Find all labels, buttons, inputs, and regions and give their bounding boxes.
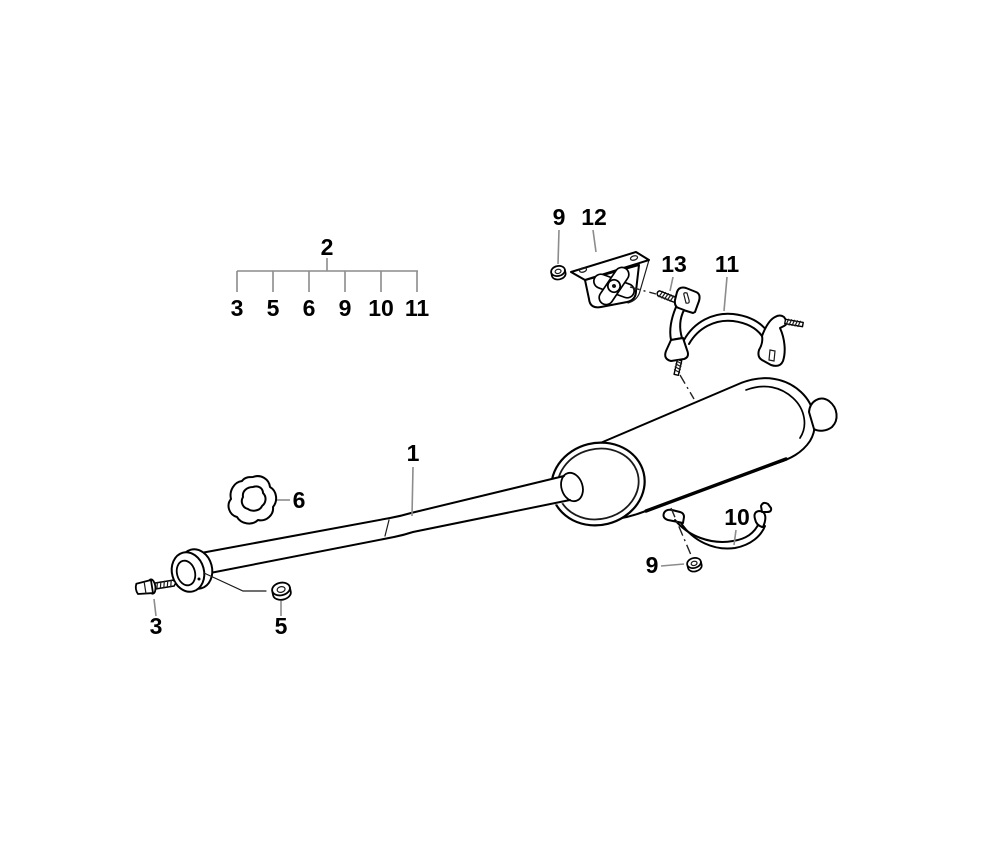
bracket-edge xyxy=(627,259,650,304)
muffler-body xyxy=(597,377,816,521)
leader-3 xyxy=(153,598,157,617)
gasket xyxy=(227,475,278,525)
clamp-band-outer xyxy=(683,312,768,341)
muffler xyxy=(550,377,838,527)
pipe-fill xyxy=(201,475,579,574)
axis-clamp-to-muffler xyxy=(679,374,695,400)
flange-bore xyxy=(175,559,197,587)
callout-10[interactable]: 10 xyxy=(724,504,750,530)
strap-nut-hole xyxy=(690,560,698,567)
callout-5[interactable]: 5 xyxy=(275,613,288,639)
axis-muffler-to-nut xyxy=(670,507,692,556)
pipe-bend-crease xyxy=(384,519,390,537)
pipe-bottom-edge xyxy=(204,499,571,575)
left-stud-shaft xyxy=(673,358,683,376)
clamp-left-stud xyxy=(673,358,683,376)
callout-group-5[interactable]: 5 xyxy=(267,295,280,321)
assembly-axes xyxy=(629,286,695,556)
strap-right-knob xyxy=(760,501,773,513)
mount-center-hole xyxy=(612,284,616,288)
strap-band-outer xyxy=(680,522,766,550)
bracket-hole-left xyxy=(578,267,588,273)
callout-12[interactable]: 12 xyxy=(581,204,607,230)
pipe-flange xyxy=(170,548,214,593)
leader-13 xyxy=(669,276,674,292)
tailpipe-stub xyxy=(808,397,838,432)
callout-9-bottom[interactable]: 9 xyxy=(646,552,659,578)
rubber-x-mount xyxy=(592,266,636,306)
callout-group-3[interactable]: 3 xyxy=(231,295,244,321)
callout-6[interactable]: 6 xyxy=(293,487,306,513)
front-pipe xyxy=(200,471,584,575)
clamp-left-foot xyxy=(664,337,689,362)
legend-bracket-lines xyxy=(236,258,418,292)
clamp-screw xyxy=(656,290,678,304)
callout-group-6[interactable]: 6 xyxy=(303,295,316,321)
leader-12 xyxy=(592,229,597,253)
left-stud-threads xyxy=(673,360,683,374)
callout-group-10[interactable]: 10 xyxy=(368,295,394,321)
right-stud-threads xyxy=(785,318,801,328)
strap-band-inner xyxy=(674,519,760,543)
nut5-top xyxy=(271,581,291,597)
leader-10 xyxy=(733,529,737,546)
lower-strap xyxy=(662,501,773,550)
callout-9-top[interactable]: 9 xyxy=(553,204,566,230)
gasket-inner xyxy=(240,485,267,512)
pipe-end-collar xyxy=(560,471,584,503)
muffler-bottom-edge xyxy=(644,457,788,513)
bracket-nut xyxy=(550,265,567,281)
leader-lines xyxy=(153,229,737,617)
leader-9-top xyxy=(557,229,560,265)
flange-dot xyxy=(197,577,201,581)
bolt-head-facet xyxy=(143,581,147,594)
callout-group-11[interactable]: 11 xyxy=(405,295,430,321)
clamp-right-stud xyxy=(784,318,804,328)
callout-group-parent[interactable]: 2 xyxy=(321,234,334,260)
bracket-nut-top xyxy=(550,265,566,277)
clamp-right-slot xyxy=(768,349,776,362)
clamp-hook xyxy=(673,286,701,314)
callout-11[interactable]: 11 xyxy=(715,251,740,277)
callout-3[interactable]: 3 xyxy=(150,613,163,639)
leader-1 xyxy=(411,466,414,517)
flange-to-nut-line xyxy=(203,572,267,592)
callout-group-9[interactable]: 9 xyxy=(339,295,352,321)
leader-11 xyxy=(723,276,728,312)
strap-nut xyxy=(686,557,703,573)
clamp-right-tower xyxy=(757,314,788,367)
bracket-plate xyxy=(570,251,650,281)
axis-bracket-to-screw xyxy=(629,286,657,295)
callout-13[interactable]: 13 xyxy=(661,251,687,277)
clamp-band-inner xyxy=(688,319,763,345)
legend-bracket: 2 3 5 6 9 10 11 xyxy=(231,234,430,321)
callout-labels: 9 12 13 11 1 6 3 5 10 9 xyxy=(150,204,750,639)
nut5-hole xyxy=(276,586,286,593)
bracket-hole-right xyxy=(629,255,639,261)
strap-right-hook xyxy=(753,510,767,528)
flange-nut xyxy=(271,581,292,601)
muffler-cap-rim xyxy=(745,385,806,439)
screw-threads xyxy=(658,290,675,302)
clamp-left-arm xyxy=(669,306,685,341)
bracket-nut-hole xyxy=(554,268,562,275)
rubber-mount-bracket xyxy=(570,251,650,309)
clamp-hook-slot xyxy=(683,292,690,304)
strap-nut-top xyxy=(686,557,702,569)
strap-left-tab xyxy=(662,508,685,524)
leader-9-bottom xyxy=(660,563,685,567)
pipe-top-edge xyxy=(200,475,565,554)
flange-bolt xyxy=(134,578,177,595)
upper-clamp xyxy=(664,286,804,376)
bolt-threads xyxy=(156,579,172,590)
callout-1[interactable]: 1 xyxy=(407,440,420,466)
